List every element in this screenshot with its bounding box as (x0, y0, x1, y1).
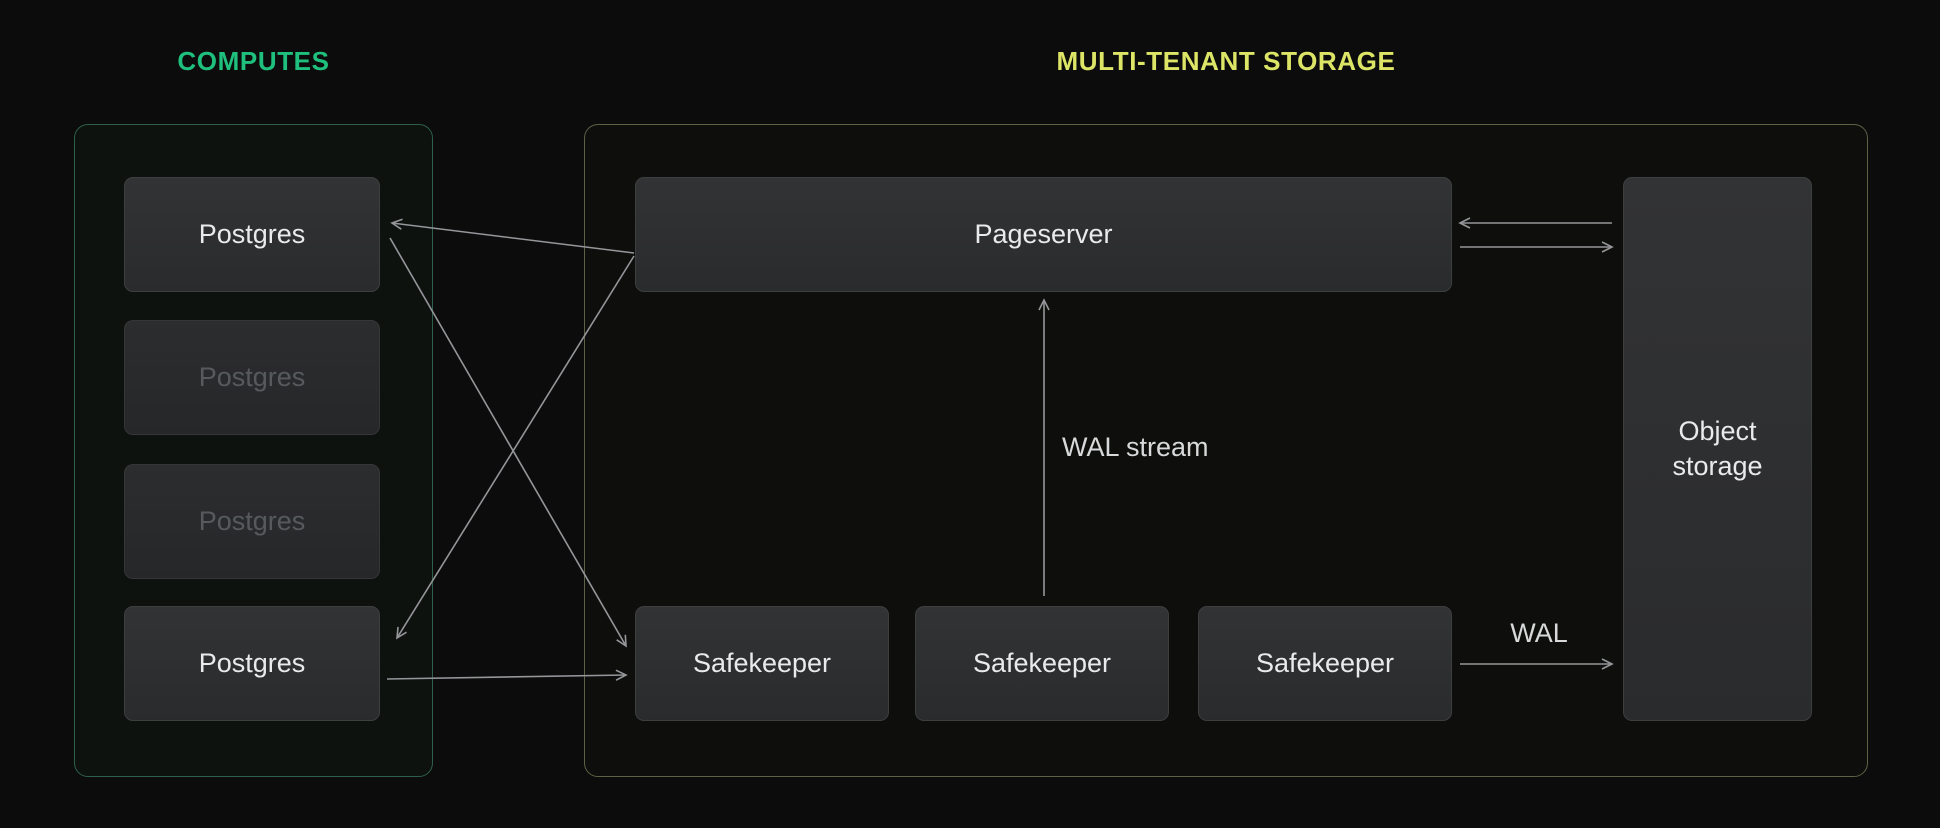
wal-stream-label: WAL stream (1062, 432, 1209, 462)
safekeeper-node-1: Safekeeper (635, 606, 889, 721)
safekeeper-node-2: Safekeeper (915, 606, 1169, 721)
computes-heading: COMPUTES (177, 46, 330, 76)
wal-label: WAL (1510, 618, 1568, 648)
pageserver-node: Pageserver (635, 177, 1452, 292)
postgres-node-3: Postgres (124, 464, 380, 579)
postgres-node-2: Postgres (124, 320, 380, 435)
object-storage-node: Object storage (1623, 177, 1812, 721)
postgres-node-4: Postgres (124, 606, 380, 721)
safekeeper-node-3: Safekeeper (1198, 606, 1452, 721)
multi-tenant-storage-heading: MULTI-TENANT STORAGE (1056, 46, 1396, 76)
postgres-node-1: Postgres (124, 177, 380, 292)
